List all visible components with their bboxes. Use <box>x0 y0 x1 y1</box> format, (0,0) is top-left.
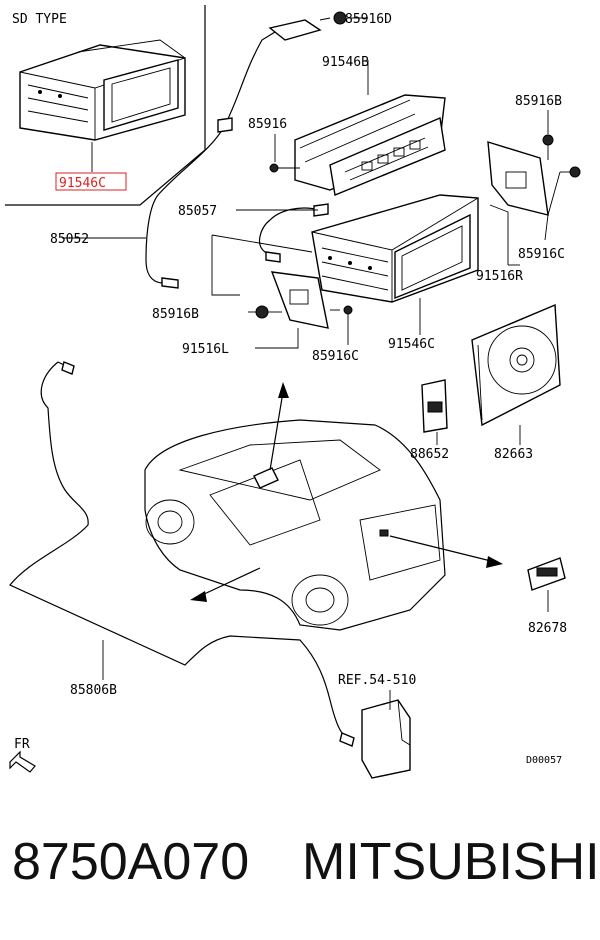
antenna-cable-85052 <box>62 19 322 289</box>
screw-85916B-right <box>542 110 554 160</box>
label-91546C: 91546C <box>388 337 435 352</box>
cable-85057 <box>236 203 329 263</box>
label-85916: 85916 <box>248 117 287 132</box>
label-fr: FR <box>14 737 30 752</box>
sd-head-unit-drawing <box>19 39 186 141</box>
harness-85806B <box>9 361 355 747</box>
sd-card-88652 <box>421 379 448 445</box>
part-82678 <box>527 557 566 612</box>
brand-name: MITSUBISHI <box>302 833 600 891</box>
sd-type-label: SD TYPE <box>12 12 67 27</box>
label-91546B: 91546B <box>322 55 369 70</box>
screw-85916 <box>269 134 300 173</box>
arrows <box>190 382 503 602</box>
label-85916D: 85916D <box>345 12 392 27</box>
vehicle-drawing <box>144 419 446 631</box>
label-82663: 82663 <box>494 447 533 462</box>
fr-arrow <box>9 750 36 773</box>
panel-91546B <box>294 60 446 196</box>
screw-85916C-right <box>544 166 581 241</box>
label-85806B: 85806B <box>70 683 117 698</box>
bracket-91516R <box>487 141 549 266</box>
label-85916B-right: 85916B <box>515 94 562 109</box>
label-85052: 85052 <box>50 232 89 247</box>
part-number: 8750A070 <box>12 833 250 891</box>
label-88652: 88652 <box>410 447 449 462</box>
label-ref: REF.54-510 <box>338 673 416 688</box>
highlighted-part-label: 91546C <box>59 176 106 191</box>
label-85916B-left: 85916B <box>152 307 199 322</box>
highlight-box <box>55 172 127 191</box>
disc-82663 <box>471 303 561 445</box>
screw-85916C-bottom <box>330 305 353 345</box>
screw-85916D <box>319 11 368 25</box>
parts-diagram: SD TYPE 91546C <box>5 5 581 779</box>
label-85916C-right: 85916C <box>518 247 565 262</box>
label-91516R: 91516R <box>476 269 523 284</box>
label-91516L: 91516L <box>182 342 229 357</box>
label-diagram-code: D00057 <box>526 755 562 766</box>
head-unit-91546C <box>311 194 479 335</box>
label-85916C-bottom: 85916C <box>312 349 359 364</box>
ref-module <box>361 690 411 779</box>
footer: 8750A070 MITSUBISHI <box>0 832 600 912</box>
screw-85916B-left <box>248 305 282 319</box>
bracket-91516L <box>255 271 329 349</box>
label-85057: 85057 <box>178 204 217 219</box>
sd-type-inset: SD TYPE 91546C <box>5 5 206 206</box>
label-82678: 82678 <box>528 621 567 636</box>
